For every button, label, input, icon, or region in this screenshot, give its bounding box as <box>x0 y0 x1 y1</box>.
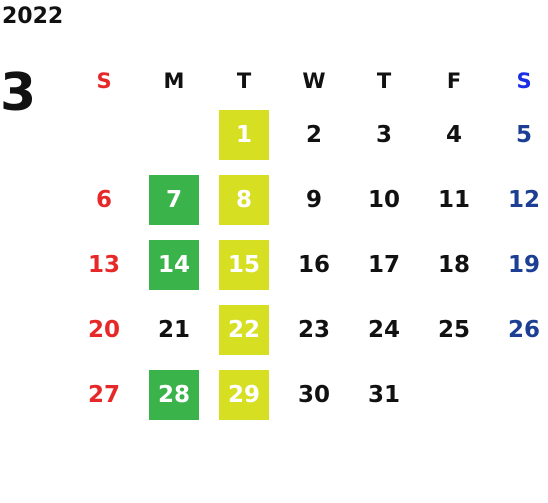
day-cell-highlighted-green: 7 <box>149 174 199 225</box>
day-cell: 10 <box>367 186 400 213</box>
day-cell: 30 <box>297 381 330 408</box>
weekday-header-saturday: S <box>516 69 532 93</box>
day-cell-highlighted-yellow: 1 <box>219 109 269 160</box>
day-cell-highlighted-green: 28 <box>149 369 199 420</box>
day-cell: 16 <box>297 251 330 278</box>
weekday-header-thursday: T <box>376 69 392 93</box>
day-cell: 13 <box>87 251 120 278</box>
day-cell <box>79 110 129 160</box>
day-cell: 26 <box>507 316 540 343</box>
day-cell: 18 <box>437 251 470 278</box>
weekday-header-sunday: S <box>96 69 112 93</box>
day-cell: 21 <box>157 316 190 343</box>
calendar-grid: S M T W T F S 1 2 3 4 5 6 7 8 9 10 11 12… <box>69 60 548 427</box>
day-cell: 31 <box>367 381 400 408</box>
day-cell-highlighted-yellow: 22 <box>219 304 269 355</box>
day-cell-highlighted-yellow: 29 <box>219 369 269 420</box>
day-cell-highlighted-green: 14 <box>149 239 199 290</box>
day-cell: 9 <box>305 186 322 213</box>
weekday-header-friday: F <box>446 69 462 93</box>
day-cell <box>429 370 479 420</box>
weekday-header-wednesday: W <box>302 69 326 93</box>
day-cell: 2 <box>305 121 322 148</box>
day-cell: 3 <box>375 121 392 148</box>
day-cell: 17 <box>367 251 400 278</box>
calendar-month: 3 <box>0 63 37 123</box>
weekday-header-tuesday: T <box>236 69 252 93</box>
day-cell-highlighted-yellow: 8 <box>219 174 269 225</box>
day-cell: 6 <box>95 186 112 213</box>
day-cell: 11 <box>437 186 470 213</box>
day-cell-highlighted-yellow: 15 <box>219 239 269 290</box>
day-cell: 24 <box>367 316 400 343</box>
day-cell: 19 <box>507 251 540 278</box>
day-cell: 12 <box>507 186 540 213</box>
day-cell: 27 <box>87 381 120 408</box>
calendar-year: 2022 <box>2 4 64 29</box>
day-cell: 23 <box>297 316 330 343</box>
weekday-header-monday: M <box>163 69 185 93</box>
day-cell <box>149 110 199 160</box>
day-cell: 20 <box>87 316 120 343</box>
day-cell: 25 <box>437 316 470 343</box>
day-cell <box>499 370 548 420</box>
day-cell: 5 <box>515 121 532 148</box>
day-cell: 4 <box>445 121 462 148</box>
